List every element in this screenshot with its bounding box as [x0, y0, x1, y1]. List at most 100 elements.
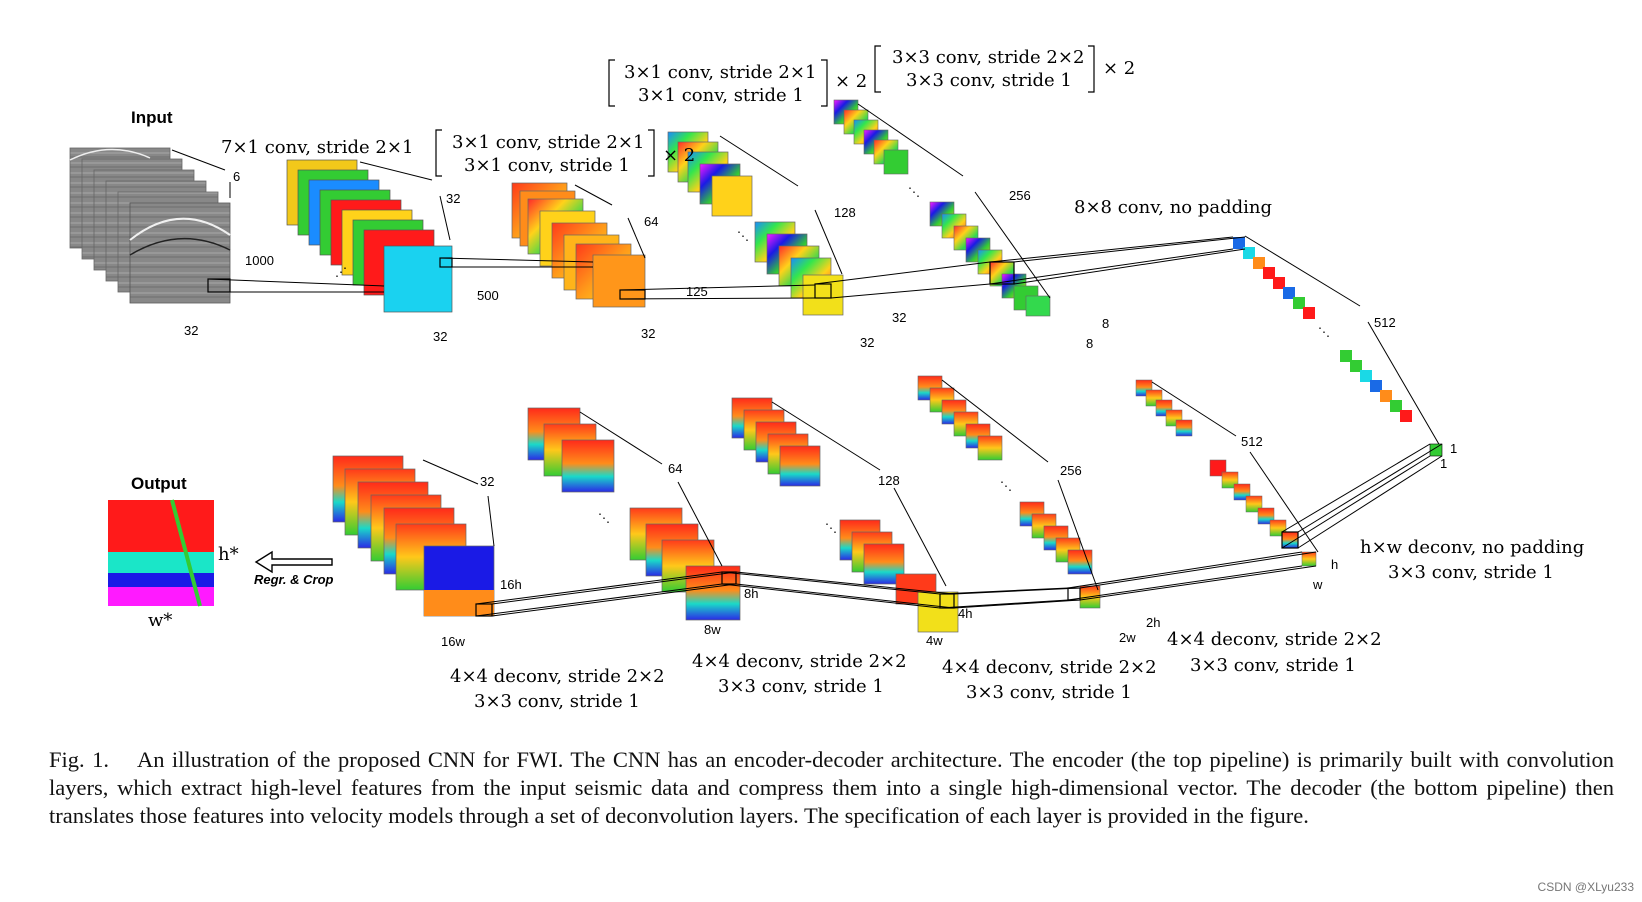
layer1-depth-label: 32 — [446, 191, 460, 206]
layer3-height-label: 32 — [892, 310, 906, 325]
d5-spec-line1: 4×4 deconv, stride 2×2 — [450, 666, 665, 687]
ellipsis-dots: ⋱ — [737, 229, 749, 243]
layer5-spec: 8×8 conv, no padding — [1074, 197, 1272, 218]
depth-guide-line — [171, 149, 226, 171]
ellipsis-dots: ⋱ — [1000, 479, 1012, 493]
layer2-spec-bracket — [435, 129, 655, 177]
feature-map — [779, 445, 821, 487]
vector-cell — [1350, 360, 1362, 372]
vector-cell — [1380, 390, 1392, 402]
input-title: Input — [131, 108, 173, 127]
vector-cell — [1370, 380, 1382, 392]
watermark: CSDN @XLyu233 — [1537, 880, 1634, 894]
layer4-repeat: × 2 — [1103, 58, 1135, 79]
projection-line — [721, 571, 941, 595]
layer2-width-label: 32 — [641, 326, 655, 341]
receptive-field-box — [989, 261, 1015, 285]
depth-guide-line — [487, 495, 495, 547]
caption-text: An illustration of the proposed CNN for … — [49, 747, 1615, 828]
d5-depth-label: 32 — [480, 474, 494, 489]
projection-line — [619, 284, 816, 291]
vector-cell — [1273, 277, 1285, 289]
d5-height-label: 16h — [500, 577, 522, 592]
vector-cell — [1253, 257, 1265, 269]
ellipsis-dots: ⋰ — [335, 265, 347, 279]
layer-band-magenta — [108, 587, 214, 606]
bottleneck-width-label: 1 — [1440, 456, 1447, 471]
layer-band-blue — [108, 573, 214, 587]
layer4-spec-bracket — [874, 45, 1095, 93]
depth-guide-line — [893, 487, 947, 587]
vector-cell — [1233, 237, 1245, 249]
fault-line — [170, 499, 202, 607]
vector-cell — [1283, 287, 1295, 299]
projection-line — [1079, 565, 1317, 601]
d4-spec-line2: 3×3 conv, stride 1 — [718, 676, 884, 697]
d2-depth-label: 256 — [1060, 463, 1082, 478]
projection-line — [439, 257, 594, 263]
vector-cell — [1360, 370, 1372, 382]
layer3-spec-bracket — [608, 59, 828, 107]
projection-line — [830, 283, 991, 299]
depth-guide-line — [1244, 235, 1361, 307]
layer1-height-label: 500 — [477, 288, 499, 303]
depth-guide-line — [719, 135, 799, 187]
encoder-layer1-stack: ⋰ — [286, 159, 453, 313]
projection-line — [939, 599, 1069, 609]
projection-line — [1067, 551, 1303, 589]
input-width-label: 32 — [184, 323, 198, 338]
feature-map-front — [592, 254, 646, 308]
layer3-spec-line2: 3×1 conv, stride 1 — [638, 85, 804, 106]
vector-cell — [1340, 350, 1352, 362]
depth-guide-line — [574, 184, 613, 206]
d1-depth-label: 512 — [1241, 434, 1263, 449]
projection-line — [475, 571, 723, 605]
projection-line — [939, 587, 1069, 595]
output-title: Output — [131, 474, 187, 493]
seismic-event-curve — [69, 148, 151, 161]
d2-height-label: 2h — [1146, 615, 1160, 630]
depth-guide-line — [1249, 451, 1319, 553]
ellipsis-dots: ⋱ — [598, 511, 610, 525]
seismic-event-curve — [129, 237, 231, 256]
encoder-layer5-vector: ⋱ — [1233, 235, 1441, 447]
projection-line — [814, 261, 991, 285]
d1-spec-line2: 3×3 conv, stride 1 — [1388, 562, 1554, 583]
depth-guide-line — [627, 217, 646, 259]
ellipsis-dots: ⋱ — [825, 521, 837, 535]
seismic-event-curve — [129, 217, 231, 241]
depth-guide-line — [1151, 381, 1237, 437]
decoder-d3-stack: ⋱ — [731, 397, 959, 633]
layer5-depth-label: 512 — [1374, 315, 1396, 330]
projection-line — [1079, 551, 1317, 589]
output-w-label: w* — [148, 610, 172, 631]
layer4-width-label: 8 — [1086, 336, 1093, 351]
input-seismic-stack — [69, 147, 231, 304]
receptive-field-box — [475, 603, 493, 617]
depth-guide-line — [422, 459, 479, 485]
d4-height-label: 8h — [744, 586, 758, 601]
d4-width-label: 8w — [704, 622, 721, 637]
decoder-d1-stack — [1135, 379, 1319, 567]
depth-guide-line — [677, 481, 723, 567]
depth-guide-line — [579, 411, 663, 465]
d3-depth-label: 128 — [878, 473, 900, 488]
decoder-d5-stack — [332, 455, 495, 617]
feature-map — [977, 435, 1003, 461]
layer4-spec-line1: 3×3 conv, stride 2×2 — [892, 47, 1084, 68]
d5-spec-line2: 3×3 conv, stride 1 — [474, 691, 640, 712]
regr-crop-arrow — [254, 550, 333, 574]
figure-caption: Fig. 1.An illustration of the proposed C… — [49, 746, 1614, 830]
d2-spec-line1: 4×4 deconv, stride 2×2 — [1167, 629, 1382, 650]
d1-height-label: h — [1331, 557, 1338, 572]
depth-guide-line — [439, 195, 451, 241]
projection-line — [1281, 455, 1431, 549]
bottleneck-cell — [1429, 443, 1443, 457]
feature-map — [883, 149, 909, 175]
projection-line — [735, 583, 955, 609]
projection-line — [1297, 455, 1443, 549]
d4-spec-line1: 4×4 deconv, stride 2×2 — [692, 651, 907, 672]
cnn-architecture-diagram: ⋰ ⋱ — [69, 45, 1584, 712]
ellipsis-dots: ⋱ — [908, 185, 920, 199]
projection-line — [1067, 565, 1303, 601]
